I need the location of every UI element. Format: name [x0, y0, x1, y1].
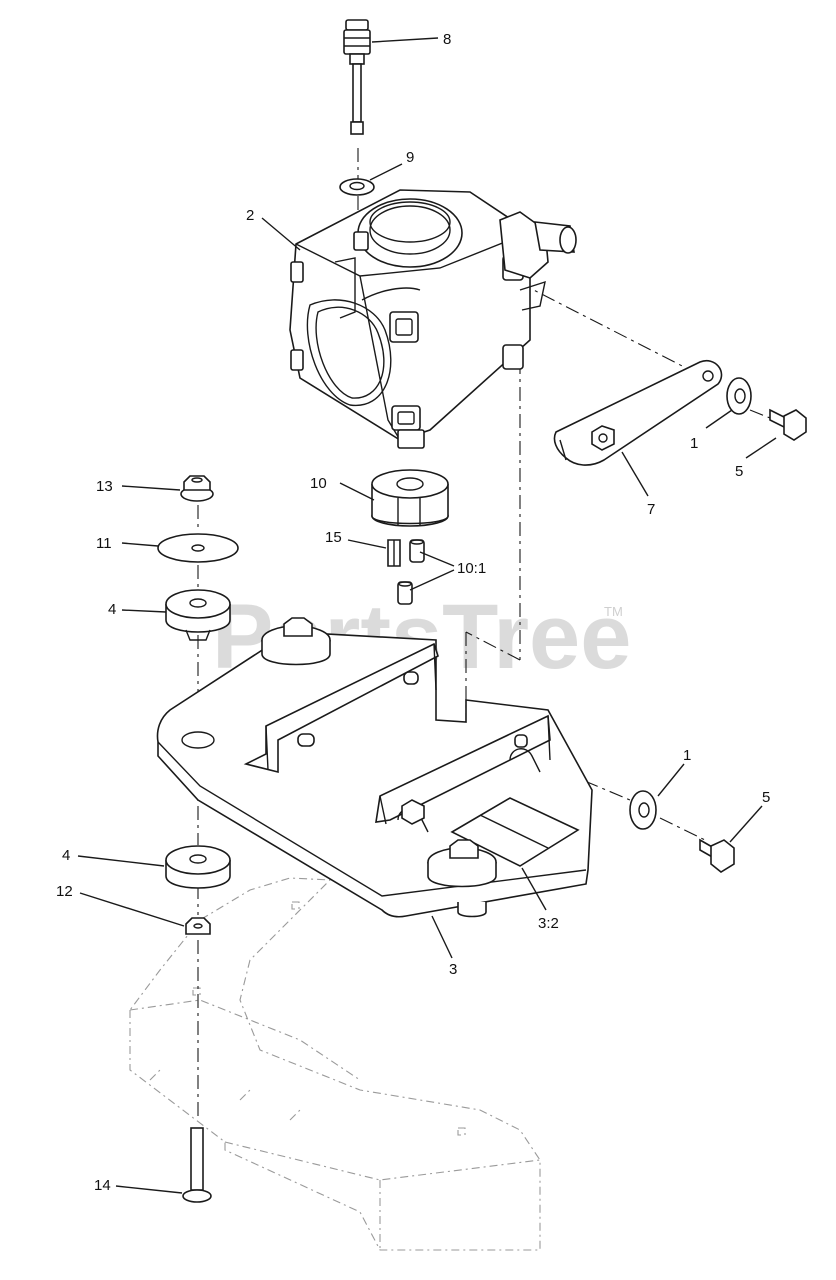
part-5-bolt-bottom	[699, 838, 735, 873]
callout-2: 2	[246, 207, 254, 224]
part-4-isolator-upper	[165, 589, 231, 641]
phantom-deck	[129, 877, 541, 1251]
callout-3: 3	[449, 961, 457, 978]
callout-9: 9	[406, 149, 414, 166]
callout-1-bottom: 1	[683, 747, 691, 764]
callout-14: 14	[94, 1177, 111, 1194]
part-11-flat-washer	[157, 533, 239, 563]
part-7-torque-arm	[553, 359, 723, 466]
part-3-mount-plate	[156, 617, 593, 918]
part-8-vent-fitting	[343, 19, 371, 135]
callout-13: 13	[96, 478, 113, 495]
part-1-washer-bottom	[629, 790, 657, 830]
callout-15: 15	[325, 529, 342, 546]
part-15-key	[387, 539, 401, 567]
leader-lines	[77, 37, 777, 1194]
watermark-trademark: TM	[604, 604, 623, 619]
callout-1-top: 1	[690, 435, 698, 452]
part-5-bolt-top	[769, 408, 807, 441]
part-9-washer	[339, 178, 375, 196]
callout-5-bottom: 5	[762, 789, 770, 806]
part-14-bolt	[182, 1127, 212, 1203]
part-10-1-set-screw-b	[397, 581, 413, 605]
callout-11: 11	[96, 535, 112, 552]
callout-7: 7	[647, 501, 655, 518]
callout-4-lower: 4	[62, 847, 70, 864]
part-4-isolator-lower	[165, 845, 231, 889]
part-12-nut	[185, 917, 211, 935]
callout-3-2: 3:2	[538, 915, 559, 932]
part-10-coupler	[371, 469, 449, 527]
part-1-washer-top	[726, 377, 752, 415]
callout-10: 10	[310, 475, 327, 492]
callout-8: 8	[443, 31, 451, 48]
callout-5-top: 5	[735, 463, 743, 480]
callout-labels: 8 9 2 1 5 7 13 10 11 15 10:1 4 1 5 4 12 …	[56, 31, 770, 1194]
callout-10-1: 10:1	[457, 560, 486, 577]
callout-12: 12	[56, 883, 73, 900]
callout-4-upper: 4	[108, 601, 116, 618]
part-10-1-set-screw-a	[409, 539, 425, 563]
part-2-gearbox	[289, 189, 577, 449]
part-13-lock-nut	[180, 475, 214, 502]
